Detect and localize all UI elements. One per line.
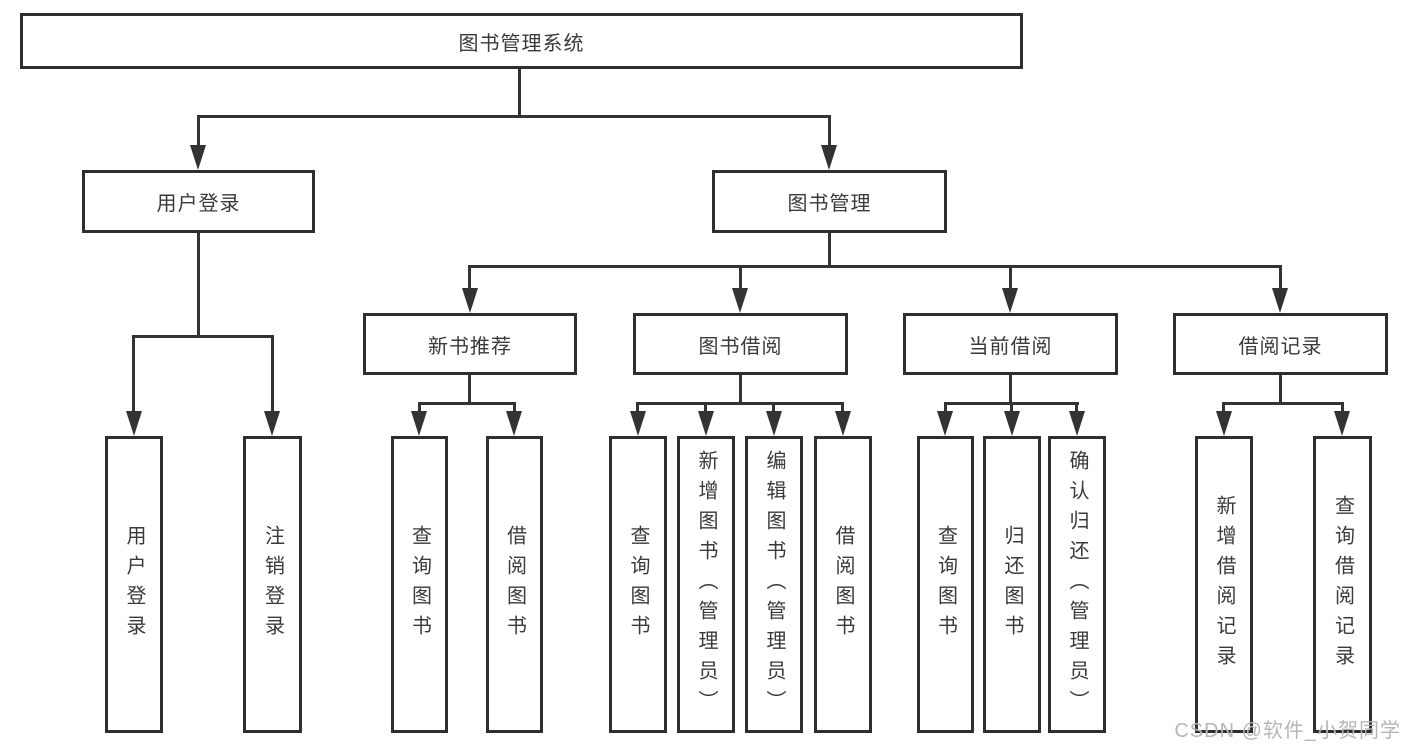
- leaf-newbook-query-books-label: 查询图书: [408, 524, 431, 645]
- connector-arrowhead-down-icon: [766, 411, 782, 436]
- node-new-book-recommend: 新书推荐: [363, 313, 577, 375]
- node-borrowing-records: 借阅记录: [1173, 313, 1388, 375]
- leaf-add-borrow-record: 新增借阅记录: [1195, 436, 1253, 733]
- leaf-add-borrow-record-label: 新增借阅记录: [1213, 494, 1235, 675]
- node-user-login-label: 用户登录: [156, 193, 241, 215]
- connector-line: [1341, 402, 1344, 414]
- connector-line: [828, 233, 831, 268]
- connector-line: [1010, 402, 1013, 414]
- connector-line: [1279, 375, 1282, 405]
- connector-line: [132, 335, 135, 413]
- connector-line: [704, 402, 707, 414]
- node-current-borrowing: 当前借阅: [903, 313, 1118, 375]
- node-book-management-label: 图书管理: [787, 193, 872, 215]
- connector-arrowhead-down-icon: [264, 411, 280, 436]
- leaf-user-login: 用户登录: [105, 436, 163, 733]
- connector-line: [1222, 402, 1344, 405]
- leaf-borrow-books: 借阅图书: [814, 436, 872, 733]
- connector-arrowhead-down-icon: [1002, 288, 1018, 313]
- connector-arrowhead-down-icon: [1216, 411, 1232, 436]
- connector-line: [271, 335, 274, 413]
- connector-line: [739, 375, 742, 405]
- leaf-newbook-borrow-books: 借阅图书: [486, 436, 543, 733]
- connector-line: [197, 115, 200, 148]
- leaf-add-books-admin: 新增图书（管理员）: [677, 436, 735, 733]
- connector-line: [197, 115, 831, 118]
- leaf-newbook-query-books: 查询图书: [391, 436, 448, 733]
- connector-line: [197, 233, 200, 337]
- node-current-borrowing-label: 当前借阅: [968, 335, 1053, 358]
- leaf-edit-books-admin: 编辑图书（管理员）: [745, 436, 803, 733]
- leaf-add-books-admin-label: 新增图书（管理员）: [695, 449, 717, 720]
- connector-arrowhead-down-icon: [835, 411, 851, 436]
- connector-line: [1009, 265, 1012, 291]
- node-book-borrowing-label: 图书借阅: [698, 335, 783, 358]
- connector-arrowhead-down-icon: [698, 411, 714, 436]
- connector-arrowhead-down-icon: [506, 411, 522, 436]
- connector-line: [772, 402, 775, 414]
- connector-arrowhead-down-icon: [1069, 411, 1085, 436]
- connector-line: [739, 265, 742, 291]
- leaf-query-borrow-record-label: 查询借阅记录: [1331, 494, 1354, 675]
- leaf-confirm-return-admin-label: 确认归还（管理员）: [1066, 449, 1088, 720]
- node-book-management: 图书管理: [712, 170, 947, 233]
- connector-line: [418, 402, 421, 414]
- leaf-logout: 注销登录: [243, 436, 302, 733]
- node-root-label: 图书管理系统: [458, 32, 585, 55]
- leaf-confirm-return-admin: 确认归还（管理员）: [1048, 436, 1106, 733]
- connector-arrowhead-down-icon: [732, 288, 748, 313]
- connector-line: [841, 402, 844, 414]
- connector-arrowhead-down-icon: [937, 411, 953, 436]
- connector-arrowhead-down-icon: [1004, 411, 1020, 436]
- connector-line: [468, 265, 1282, 268]
- connector-line: [944, 402, 947, 414]
- leaf-current-query-books-label: 查询图书: [934, 524, 957, 645]
- leaf-borrow-books-label: 借阅图书: [832, 524, 854, 645]
- connector-line: [132, 335, 274, 338]
- leaf-borrow-query-books-label: 查询图书: [627, 524, 649, 645]
- leaf-borrow-query-books: 查询图书: [609, 436, 667, 733]
- node-new-book-recommend-label: 新书推荐: [428, 335, 512, 358]
- leaf-query-borrow-record: 查询借阅记录: [1313, 436, 1372, 733]
- connector-arrowhead-down-icon: [630, 411, 646, 436]
- leaf-user-login-label: 用户登录: [123, 524, 145, 645]
- connector-line: [468, 375, 471, 405]
- connector-arrowhead-down-icon: [462, 288, 478, 313]
- connector-line: [518, 69, 521, 117]
- connector-line: [1279, 265, 1282, 291]
- node-borrowing-records-label: 借阅记录: [1238, 335, 1323, 358]
- leaf-current-query-books: 查询图书: [917, 436, 974, 733]
- connector-line: [1222, 402, 1225, 414]
- connector-arrowhead-down-icon: [821, 145, 837, 170]
- leaf-newbook-borrow-books-label: 借阅图书: [503, 524, 526, 645]
- node-root: 图书管理系统: [20, 13, 1023, 69]
- leaf-return-books: 归还图书: [983, 436, 1041, 733]
- connector-line: [828, 115, 831, 148]
- connector-line: [636, 402, 639, 414]
- connector-arrowhead-down-icon: [190, 145, 206, 170]
- connector-arrowhead-down-icon: [411, 411, 427, 436]
- connector-arrowhead-down-icon: [126, 411, 142, 436]
- connector-arrowhead-down-icon: [1334, 411, 1350, 436]
- connector-line: [636, 402, 844, 405]
- connector-line: [1075, 402, 1078, 414]
- node-book-borrowing: 图书借阅: [633, 313, 848, 375]
- connector-line: [468, 265, 471, 291]
- connector-line: [1009, 375, 1012, 405]
- connector-arrowhead-down-icon: [1272, 288, 1288, 313]
- leaf-return-books-label: 归还图书: [1001, 524, 1023, 645]
- leaf-logout-label: 注销登录: [261, 524, 284, 645]
- connector-line: [513, 402, 516, 414]
- csdn-watermark: CSDN @软件_小贺同学: [1174, 720, 1401, 742]
- leaf-edit-books-admin-label: 编辑图书（管理员）: [763, 449, 785, 720]
- node-user-login: 用户登录: [82, 170, 315, 233]
- connector-line: [418, 402, 516, 405]
